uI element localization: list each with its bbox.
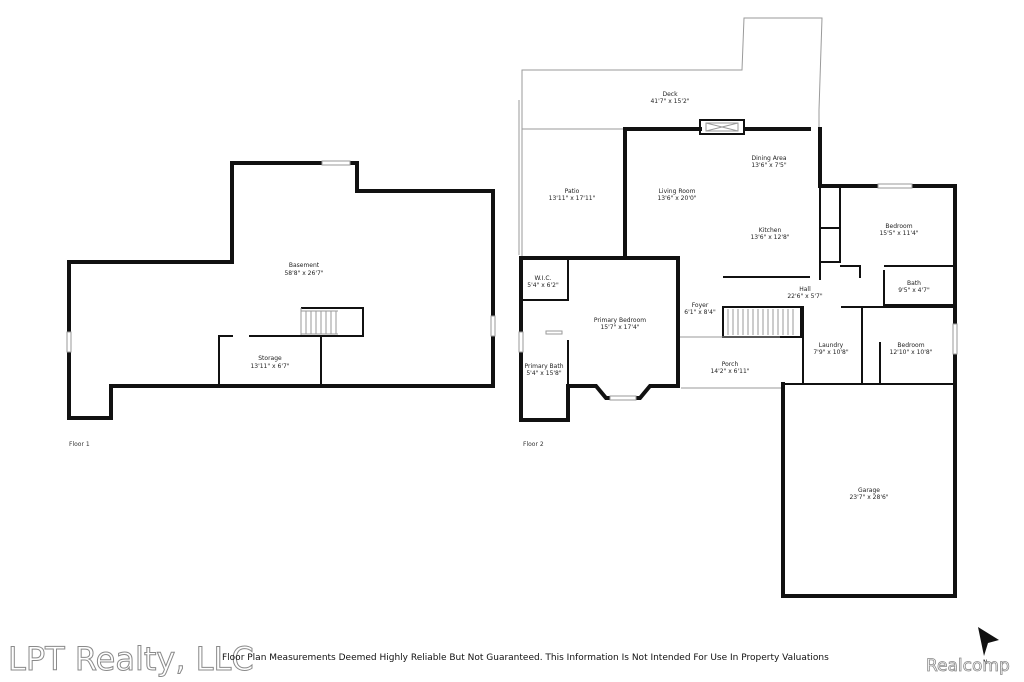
room-dimensions: 13'6" x 7'5" (751, 162, 787, 169)
room-name: Living Room (659, 188, 696, 195)
main-stairs (722, 306, 802, 338)
deck-outline (521, 17, 823, 258)
room-dimensions: 13'6" x 12'8" (750, 234, 789, 241)
basement-walls (67, 161, 495, 420)
room-dimensions: 6'1" x 8'4" (684, 309, 716, 316)
room-dimensions: 15'7" x 17'4" (600, 324, 639, 331)
fireplace (699, 119, 745, 135)
room-dimensions: 14'2" x 6'11" (710, 368, 749, 375)
room-name: W.I.C. (535, 275, 552, 282)
north-arrow-icon: N (978, 627, 999, 666)
bedroom-1-walls (820, 186, 861, 278)
bath-walls (883, 265, 955, 306)
room-name: Basement (289, 262, 320, 269)
room-name: Primary Bath (524, 363, 563, 370)
room-name: Bath (907, 280, 921, 287)
floor-label: Floor 1 (69, 441, 90, 448)
room-dimensions: 13'11" x 17'11" (549, 195, 596, 202)
floor-2-plan: Deck 41'7" x 15'2" Dining Area 13'6" x 7… (518, 17, 958, 598)
room-dimensions: 23'7" x 28'6" (849, 494, 888, 501)
room-dimensions: 13'11" x 6'7" (250, 363, 289, 370)
room-name: Bedroom (897, 342, 924, 349)
basement-window-top (321, 160, 351, 166)
room-name: Primary Bedroom (594, 317, 646, 324)
room-name: Garage (858, 487, 880, 494)
room-dimensions: 15'5" x 11'4" (879, 230, 918, 237)
room-name: Kitchen (759, 227, 782, 234)
floor-1-plan: Basement 58'8" x 26'7" Storage 13'11" x … (66, 160, 496, 448)
room-name: Storage (258, 355, 282, 362)
room-name: Patio (565, 188, 580, 195)
storage-walls (218, 335, 322, 386)
room-name: Foyer (692, 302, 709, 309)
room-name: Hall (799, 286, 811, 293)
basement-stairs (300, 307, 364, 337)
room-name: Laundry (819, 342, 844, 349)
room-dimensions: 5'4" x 15'8" (526, 370, 562, 377)
room-dimensions: 58'8" x 26'7" (284, 270, 323, 277)
living-kitchen-walls (623, 127, 811, 257)
room-dimensions: 5'4" x 6'2" (527, 282, 559, 289)
compass-label: N (983, 659, 988, 666)
east-wall (781, 127, 957, 598)
room-dimensions: 7'9" x 10'8" (813, 349, 849, 356)
room-name: Bedroom (885, 223, 912, 230)
mls-watermark: Realcomp (926, 656, 1011, 677)
room-name: Porch (722, 361, 739, 368)
brokerage-watermark: LPT Realty, LLC (8, 640, 255, 679)
room-name: Deck (662, 91, 678, 98)
basement-window-left (66, 331, 72, 353)
room-dimensions: 13'6" x 20'0" (657, 195, 696, 202)
floor-label: Floor 2 (523, 441, 544, 448)
disclaimer-text: Floor Plan Measurements Deemed Highly Re… (222, 653, 829, 663)
room-dimensions: 22'6" x 5'7" (787, 293, 823, 300)
basement-window-right (490, 315, 496, 337)
room-name: Dining Area (751, 155, 786, 162)
room-dimensions: 9'5" x 4'7" (898, 287, 930, 294)
primary-suite-walls (519, 256, 680, 422)
room-dimensions: 12'10" x 10'8" (890, 349, 933, 356)
room-dimensions: 41'7" x 15'2" (650, 98, 689, 105)
